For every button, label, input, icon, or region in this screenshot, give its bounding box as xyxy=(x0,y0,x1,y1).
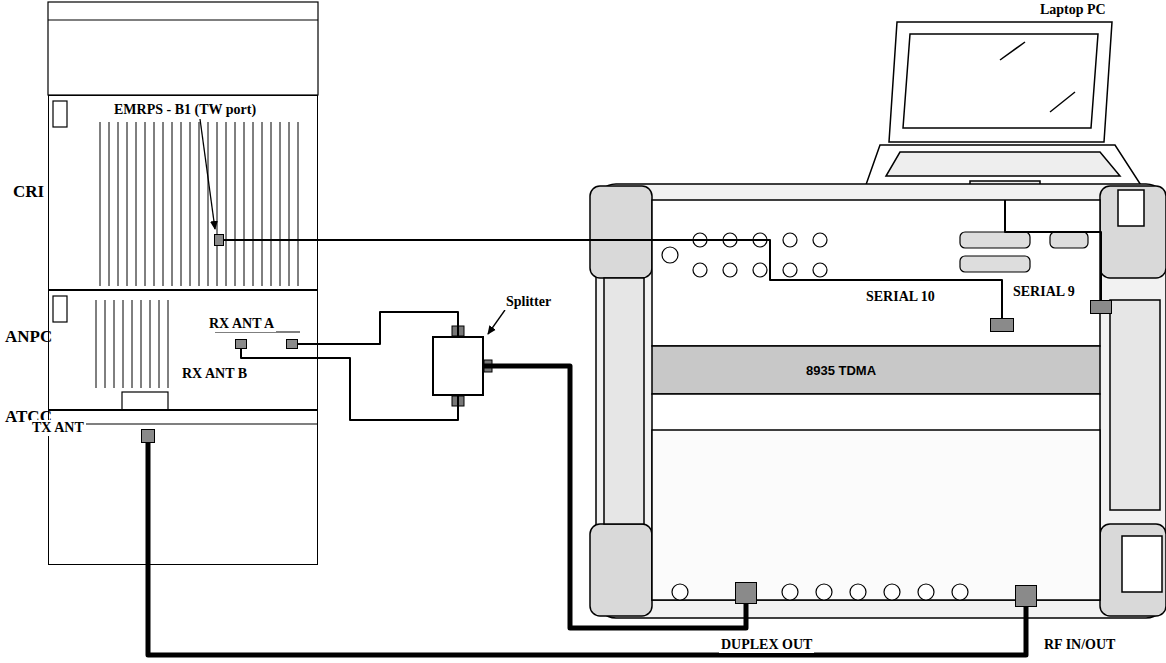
serial-port: SERIAL 10 xyxy=(990,318,1014,332)
jack-circle xyxy=(783,263,797,277)
cable xyxy=(1005,200,1101,300)
card-line xyxy=(208,122,209,286)
db-connectors xyxy=(960,232,1088,272)
leader-line xyxy=(200,119,215,229)
card-line xyxy=(289,122,290,286)
card-line xyxy=(141,300,142,388)
card-line xyxy=(181,122,182,286)
card-line xyxy=(235,122,236,286)
card-line xyxy=(172,122,173,286)
card-line xyxy=(154,122,155,286)
card-line xyxy=(150,300,151,388)
test-set-drawing xyxy=(590,184,1166,618)
node-label: Laptop PC xyxy=(1038,2,1108,18)
test-set: 8935 TDMA SERIAL 10 SERIAL 9 DUPLEX OUT RF I… xyxy=(590,182,1166,620)
card-line xyxy=(159,300,160,388)
card-slots xyxy=(96,122,298,388)
node-label: DUPLEX OUT xyxy=(719,637,814,653)
jack-circle xyxy=(816,584,832,600)
card-line xyxy=(123,300,124,388)
card-line xyxy=(262,122,263,286)
card-line xyxy=(168,300,169,388)
card-line xyxy=(217,122,218,286)
jack-circle xyxy=(783,233,797,247)
cable xyxy=(484,366,746,628)
jack-circle xyxy=(782,584,798,600)
jack-circle xyxy=(753,263,767,277)
jack-circle xyxy=(884,584,900,600)
card-line xyxy=(271,122,272,286)
jack-circle xyxy=(723,263,737,277)
jack-circle xyxy=(813,263,827,277)
card-line xyxy=(109,122,110,286)
node-label: RX ANT B xyxy=(180,366,249,382)
node-label: RX ANT A xyxy=(207,316,276,332)
card-line xyxy=(163,122,164,286)
card-line xyxy=(105,300,106,388)
card-line xyxy=(244,122,245,286)
card-line xyxy=(118,122,119,286)
rack-shelf: CRIEMRPS - B1 (TW port) xyxy=(48,95,318,290)
rack-shelf: ATCCTX ANT xyxy=(48,410,318,565)
rf-port: DUPLEX OUT xyxy=(735,582,757,604)
jack-circle xyxy=(662,247,678,263)
node-label: TX ANT xyxy=(30,420,86,436)
card-line xyxy=(253,122,254,286)
cable xyxy=(148,443,1026,655)
node-label: EMRPS - B1 (TW port) xyxy=(112,102,258,118)
jack-circle xyxy=(693,263,707,277)
jack-circle xyxy=(918,584,934,600)
card-line xyxy=(199,122,200,286)
laptop-pc: Laptop PC xyxy=(860,18,1150,200)
card-line xyxy=(114,300,115,388)
card-line xyxy=(145,122,146,286)
card-line xyxy=(96,300,97,388)
card-line xyxy=(226,122,227,286)
leader-line xyxy=(488,310,505,334)
jack-circle xyxy=(952,584,968,600)
jack-circle xyxy=(850,584,866,600)
antenna-connector: RX ANT A xyxy=(286,339,298,349)
node-label: SERIAL 9 xyxy=(1011,284,1077,300)
node-label: RF IN/OUT xyxy=(1042,637,1117,653)
connector-jacks xyxy=(662,233,968,600)
cable xyxy=(224,240,1002,318)
splitter-box: Splitter xyxy=(432,336,484,396)
card-line xyxy=(100,122,101,286)
node-label: SERIAL 10 xyxy=(864,289,937,305)
card-line xyxy=(136,122,137,286)
node-label: Splitter xyxy=(504,294,553,310)
card-line xyxy=(298,122,299,286)
node-label: ANPC xyxy=(3,327,54,346)
card-line xyxy=(190,122,191,286)
antenna-connector: TX ANT xyxy=(141,429,155,443)
laptop-drawing xyxy=(862,22,1148,196)
port-square: EMRPS - B1 (TW port) xyxy=(214,234,224,246)
jack-circle xyxy=(813,233,827,247)
node-label: 8935 TDMA xyxy=(804,363,878,379)
node-label: CRI xyxy=(11,182,46,201)
card-line xyxy=(280,122,281,286)
card-line xyxy=(127,122,128,286)
serial-port: SERIAL 9 xyxy=(1090,300,1112,314)
rack-shelf: ANPCRX ANT ARX ANT B xyxy=(48,290,318,410)
card-line xyxy=(132,300,133,388)
antenna-connector: RX ANT B xyxy=(235,339,247,349)
rf-port: RF IN/OUT xyxy=(1015,585,1037,607)
rack-frame xyxy=(48,2,318,424)
jack-circle xyxy=(672,584,688,600)
